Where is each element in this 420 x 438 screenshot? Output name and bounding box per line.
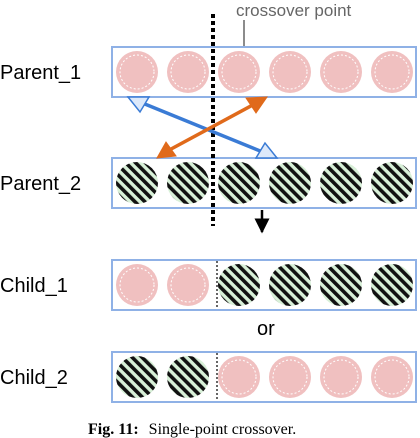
gene-red <box>269 356 311 398</box>
gene-red <box>320 51 362 93</box>
gene-green-striped <box>116 162 158 204</box>
gene-ring <box>119 267 155 303</box>
gene-red <box>116 264 158 306</box>
gene-red <box>167 51 209 93</box>
orange-arrowhead-right <box>245 96 268 114</box>
gene-green-striped <box>218 162 260 204</box>
gene-red <box>167 264 209 306</box>
cross-arrows <box>126 96 279 159</box>
blue-arrowhead-left <box>126 96 151 114</box>
blue-arrowhead-right <box>254 141 279 159</box>
gene-green-striped <box>371 264 413 306</box>
gene-ring <box>221 54 257 90</box>
row-label: Child_2 <box>0 367 68 389</box>
caption-fig-number: Fig. 11: <box>88 421 139 438</box>
gene-green-striped <box>116 356 158 398</box>
gene-green-striped <box>320 264 362 306</box>
chromosome-frame <box>111 259 417 311</box>
gene-red <box>269 51 311 93</box>
gene-ring <box>272 359 308 395</box>
chromosome-row: Child_1 <box>0 259 417 311</box>
gene-ring <box>119 54 155 90</box>
chromosome-row: Parent_1 <box>0 46 417 98</box>
orange-cross-arrow-line <box>159 98 263 157</box>
row-label: Parent_1 <box>0 62 81 84</box>
gene-green-striped <box>371 162 413 204</box>
gene-green-striped <box>167 162 209 204</box>
crossover-point-label: crossover point <box>236 1 352 20</box>
gene-red <box>371 51 413 93</box>
gene-red <box>116 51 158 93</box>
figure-caption: Fig. 11: Single-point crossover. <box>88 421 296 438</box>
gene-green-striped <box>167 356 209 398</box>
row-label: Parent_2 <box>0 173 81 195</box>
chromosome-row: Child_2 <box>0 351 417 403</box>
gene-red <box>218 356 260 398</box>
chromosome-frame <box>111 351 417 403</box>
gene-ring <box>374 359 410 395</box>
blue-cross-arrow-line <box>134 98 271 157</box>
chromosome-frame <box>111 157 417 209</box>
gene-green-striped <box>320 162 362 204</box>
chromosome-row: Parent_2 <box>0 157 417 209</box>
gene-red <box>218 51 260 93</box>
gene-green-striped <box>269 162 311 204</box>
row-label: Child_1 <box>0 275 68 297</box>
gene-ring <box>374 54 410 90</box>
gene-red <box>371 356 413 398</box>
gene-green-striped <box>218 264 260 306</box>
gene-green-striped <box>269 264 311 306</box>
caption-text: Single-point crossover. <box>149 421 297 438</box>
orange-arrowhead-left <box>156 141 177 159</box>
gene-ring <box>221 359 257 395</box>
gene-ring <box>272 54 308 90</box>
gene-ring <box>323 359 359 395</box>
gene-ring <box>170 54 206 90</box>
gene-ring <box>323 54 359 90</box>
gene-red <box>320 356 362 398</box>
or-text: or <box>257 318 275 340</box>
gene-ring <box>170 267 206 303</box>
